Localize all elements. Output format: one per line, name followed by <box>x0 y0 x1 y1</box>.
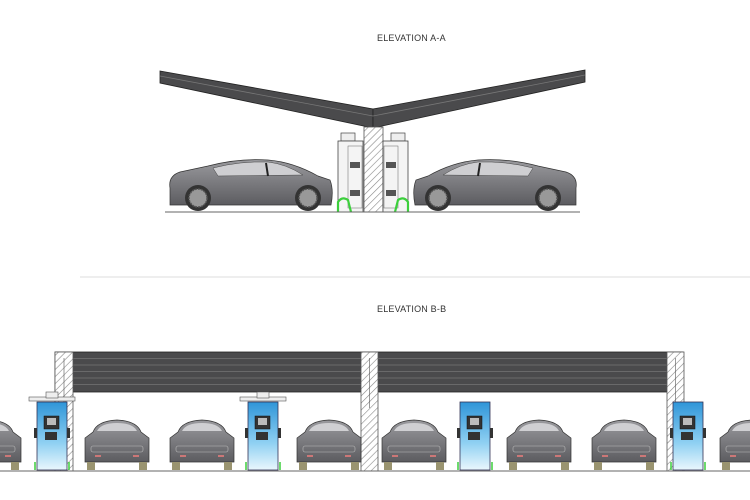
car-window <box>182 423 222 431</box>
car-rear <box>169 419 235 470</box>
car-side <box>169 159 333 211</box>
car-rear <box>84 419 150 470</box>
wheel-icon <box>594 462 602 470</box>
car-window <box>732 423 750 431</box>
car-rear <box>591 419 657 470</box>
card-reader <box>681 432 693 440</box>
canopy-wing-left <box>159 70 374 129</box>
car-rear <box>0 421 22 470</box>
car-window <box>97 423 137 431</box>
car-window <box>0 424 9 431</box>
car-side <box>413 159 577 211</box>
wheel-icon <box>509 462 517 470</box>
elevation-b-title: ELEVATION B-B <box>377 304 447 314</box>
connector-holder <box>67 428 70 438</box>
car-rear <box>381 419 447 470</box>
wheel-icon <box>561 462 569 470</box>
wheel-icon <box>384 462 392 470</box>
connector-holder <box>278 428 281 438</box>
card-reader <box>45 432 57 440</box>
car-window <box>212 161 304 177</box>
elevation-b <box>0 351 750 472</box>
wheel-icon <box>11 462 19 470</box>
wheel-icon <box>139 462 147 470</box>
car-rear <box>506 419 572 470</box>
connector-holder <box>245 428 248 438</box>
wheel-icon <box>87 462 95 470</box>
charger-front <box>457 401 493 471</box>
car-window <box>442 161 534 177</box>
wheel-icon <box>436 462 444 470</box>
wheel-icon <box>351 462 359 470</box>
elevation-a <box>159 69 586 213</box>
connector-holder <box>670 428 673 438</box>
connector-icon <box>393 197 410 213</box>
connector-holder <box>703 428 706 438</box>
charger-front <box>28 391 76 471</box>
car-rear <box>719 419 750 470</box>
wheel-icon <box>172 462 180 470</box>
elevation-a-title: ELEVATION A-A <box>377 33 446 43</box>
charger-front <box>670 401 706 471</box>
canopy-wing-right <box>372 69 586 129</box>
connector-holder <box>490 428 493 438</box>
wheel-icon <box>722 462 730 470</box>
car-window <box>519 423 559 431</box>
column <box>363 126 384 213</box>
car-window <box>604 423 644 431</box>
charger-side <box>382 132 410 213</box>
charger-front <box>239 391 287 471</box>
wheel-icon <box>646 462 654 470</box>
connector-holder <box>34 428 37 438</box>
car-rear <box>296 419 362 470</box>
wheel-icon <box>224 462 232 470</box>
charger-side <box>336 132 364 213</box>
card-reader <box>256 432 268 440</box>
connector-holder <box>457 428 460 438</box>
car-window <box>394 423 434 431</box>
card-reader <box>468 432 480 440</box>
car-window <box>309 423 349 431</box>
connector-icon <box>336 197 353 213</box>
wheel-icon <box>299 462 307 470</box>
